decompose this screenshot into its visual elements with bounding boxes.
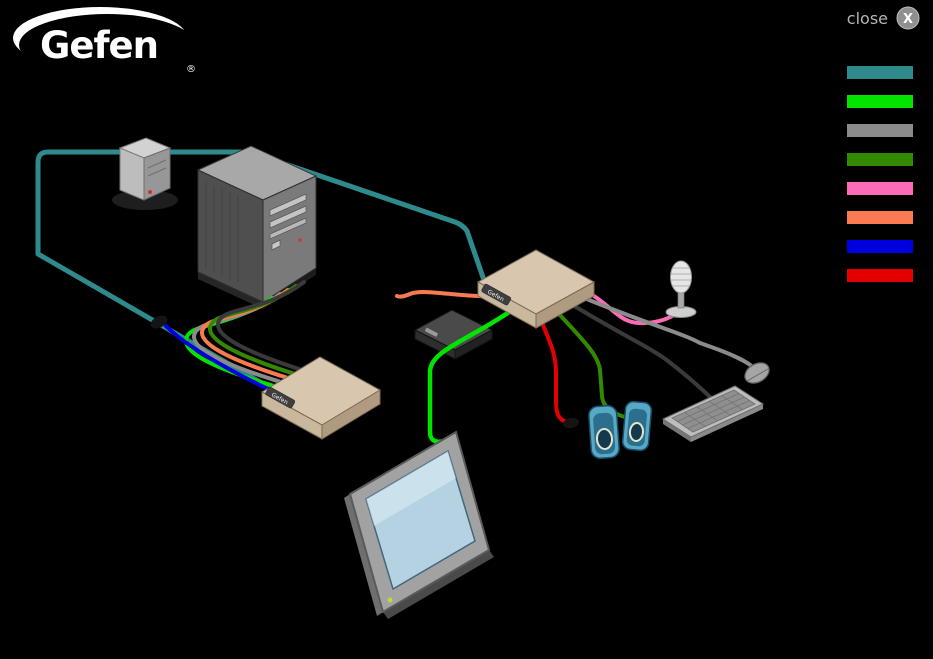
legend-swatch-green bbox=[847, 95, 913, 108]
monitor-left-edge bbox=[344, 494, 383, 616]
media-device bbox=[112, 137, 178, 210]
keyboard-key-rows bbox=[676, 393, 750, 429]
tower-drive-bay bbox=[269, 205, 307, 229]
logo-oval bbox=[19, 14, 195, 76]
legend-swatch-gray bbox=[847, 124, 913, 137]
speakers bbox=[588, 400, 653, 460]
blue-cable bbox=[164, 324, 274, 393]
legend-swatch-blue bbox=[847, 240, 913, 253]
legend-swatch-teal bbox=[847, 66, 913, 79]
tower-vent-grille bbox=[205, 182, 239, 282]
cable-connector bbox=[563, 417, 579, 429]
mouse-button-split bbox=[747, 368, 769, 382]
receiver-unit: Gefen bbox=[476, 249, 596, 329]
logo-registered-mark: ® bbox=[186, 64, 196, 75]
tower-power-button bbox=[271, 239, 281, 251]
usb-cable-orange-receiver bbox=[395, 290, 502, 299]
accessory-box-label bbox=[425, 327, 438, 337]
keyboard-cable-black-bundle bbox=[216, 280, 306, 372]
tower-base-left bbox=[198, 272, 263, 309]
media-device-slot bbox=[147, 167, 167, 177]
keyboard-edge-front bbox=[691, 404, 763, 442]
gefen-logo: Gefen ® bbox=[13, 7, 196, 76]
mouse bbox=[744, 362, 770, 384]
keyboard-cable-black-receiver bbox=[556, 294, 714, 401]
video-cable-green-to-display bbox=[427, 305, 518, 444]
speaker-right bbox=[621, 400, 653, 452]
tower-drive-bay bbox=[269, 193, 307, 217]
sender-unit: Gefen bbox=[260, 356, 382, 440]
close-icon[interactable] bbox=[896, 6, 920, 30]
media-device-led bbox=[148, 190, 152, 194]
media-device-slot bbox=[147, 159, 167, 169]
monitor-power-led bbox=[387, 597, 393, 603]
power-cable-red bbox=[534, 306, 569, 424]
tower-led bbox=[298, 238, 302, 242]
legend-swatch-pink bbox=[847, 182, 913, 195]
keyboard-edge-left bbox=[663, 419, 691, 442]
close-button[interactable]: close X bbox=[847, 6, 920, 30]
receiver-side bbox=[535, 281, 595, 329]
mouse-body bbox=[744, 362, 770, 384]
microphone bbox=[665, 260, 697, 318]
monitor-screen-glare bbox=[366, 451, 456, 526]
legend-swatch-red bbox=[847, 269, 913, 282]
mouse-cable-gray-receiver bbox=[563, 288, 755, 369]
microphone-grille bbox=[671, 267, 691, 287]
microphone-stem bbox=[677, 291, 685, 309]
close-icon-x[interactable]: X bbox=[903, 12, 913, 27]
accessory-box bbox=[413, 309, 494, 360]
display-monitor bbox=[344, 430, 494, 619]
sender-side bbox=[321, 389, 381, 440]
cable-connector bbox=[150, 315, 168, 329]
logo-text: Gefen bbox=[40, 24, 158, 67]
keyboard bbox=[661, 385, 765, 442]
speaker-left bbox=[588, 404, 620, 460]
tower-drive-bay bbox=[269, 217, 307, 240]
accessory-box-side bbox=[454, 329, 493, 360]
legend-swatch-dark-green bbox=[847, 153, 913, 166]
mouse-cable-gray-bundle bbox=[192, 292, 283, 384]
cable-color-legend bbox=[847, 66, 913, 282]
legend-swatch-orange bbox=[847, 211, 913, 224]
close-label[interactable]: close bbox=[847, 9, 888, 28]
microphone-capsule bbox=[670, 260, 692, 294]
monitor-bottom-edge bbox=[383, 550, 494, 619]
speaker-cable-dark-green-receiver bbox=[546, 300, 635, 421]
